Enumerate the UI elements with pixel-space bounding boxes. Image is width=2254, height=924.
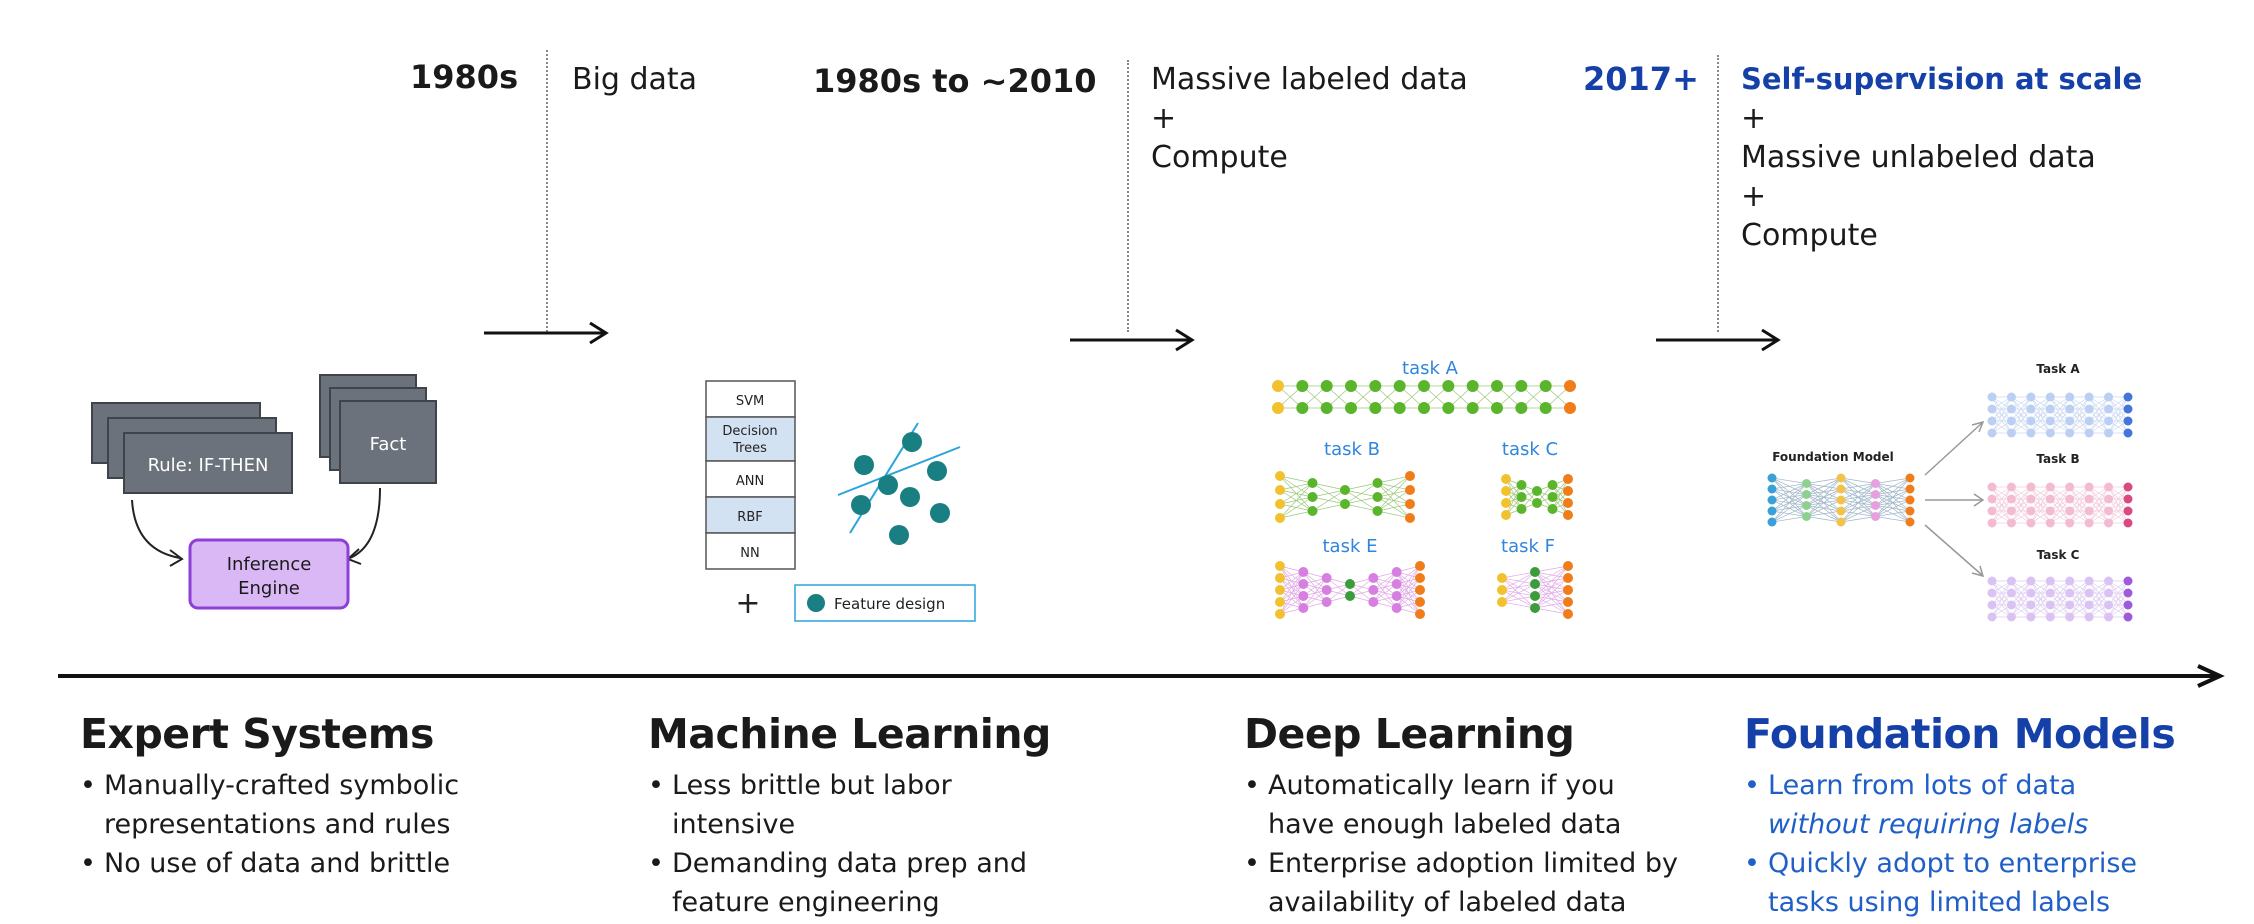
- foundation-model-diagram: Foundation Model Task A Task B Task C: [1767, 362, 2133, 622]
- rule-label: Rule: IF-THEN: [148, 455, 269, 476]
- task-a-fm-label: Task A: [2036, 362, 2080, 376]
- task-b-label: task B: [1324, 439, 1380, 460]
- era-divider-1: [546, 50, 548, 332]
- fact-card-stack: Fact: [319, 374, 437, 484]
- section-title-fm: Foundation Models: [1744, 710, 2176, 758]
- network-task-c: [1501, 474, 1573, 520]
- svg-text:Decision: Decision: [722, 424, 777, 439]
- section-title-expert: Expert Systems: [80, 710, 434, 758]
- task-e-label: task E: [1323, 536, 1378, 557]
- section-title-dl: Deep Learning: [1244, 710, 1575, 758]
- svg-text:SVM: SVM: [736, 394, 764, 409]
- fact-label: Fact: [370, 434, 407, 455]
- list-item: Quickly adopt to enterprise tasks using …: [1744, 844, 2164, 922]
- condition-compute: Compute: [1151, 140, 1288, 175]
- list-item: Automatically learn if you have enough l…: [1244, 766, 1684, 844]
- condition-compute-2: Compute: [1741, 218, 1878, 253]
- section-machine-learning: Machine Learning Less brittle but labor …: [648, 710, 1068, 922]
- fm-point1-b: without requiring labels: [1768, 809, 2089, 840]
- era-period-1980s-2010: 1980s to ~2010: [813, 62, 1097, 100]
- task-c-network: [1987, 576, 2133, 622]
- era-conditions-3: Self-supervision at scale + Massive unla…: [1741, 60, 2142, 255]
- fm-networks-group: [1767, 392, 2133, 622]
- task-a-network: [1987, 392, 2133, 438]
- network-task-a: [1272, 380, 1576, 414]
- section-foundation-models: Foundation Models Learn from lots of dat…: [1744, 710, 2176, 922]
- era-conditions-2: Massive labeled data + Compute: [1151, 60, 1468, 177]
- foundation-model-label: Foundation Model: [1772, 450, 1894, 464]
- network-task-e: [1275, 561, 1425, 619]
- transition-arrow-1: [484, 321, 609, 345]
- network-task-b: [1275, 471, 1415, 523]
- foundation-network: [1767, 473, 1915, 527]
- svg-text:Trees: Trees: [732, 441, 767, 456]
- list-item: No use of data and brittle: [80, 844, 500, 883]
- section-title-ml: Machine Learning: [648, 710, 1051, 758]
- task-a-label: task A: [1402, 358, 1459, 379]
- condition-plus: +: [1151, 101, 1177, 136]
- fm-point1-a: Learn from lots of data: [1768, 770, 2077, 801]
- condition-plus-2: +: [1741, 179, 1767, 214]
- machine-learning-diagram: SVM Decision Trees ANN RBF NN + Feature …: [705, 380, 976, 622]
- list-item: Less brittle but labor intensive: [648, 766, 1068, 844]
- condition-plus-1: +: [1741, 101, 1767, 136]
- condition-big-data: Big data: [572, 62, 698, 97]
- svg-text:Feature design: Feature design: [834, 595, 945, 613]
- task-b-network: [1987, 482, 2133, 528]
- condition-self-supervision: Self-supervision at scale: [1741, 62, 2143, 96]
- fm-task-arrows: [1924, 420, 1985, 578]
- transition-arrow-2: [1070, 328, 1195, 352]
- era-divider-2: [1127, 60, 1129, 332]
- svg-text:ANN: ANN: [736, 474, 764, 489]
- ml-methods-table: SVM Decision Trees ANN RBF NN: [705, 380, 796, 570]
- task-c-label: task C: [1502, 439, 1558, 460]
- condition-labeled-data: Massive labeled data: [1151, 62, 1468, 97]
- task-f-label: task F: [1501, 536, 1555, 557]
- svg-text:Engine: Engine: [238, 578, 300, 599]
- condition-unlabeled-data: Massive unlabeled data: [1741, 140, 2096, 175]
- rule-card-stack: Rule: IF-THEN: [91, 402, 293, 494]
- list-item: Learn from lots of data without requiring…: [1744, 766, 2164, 844]
- svg-text:NN: NN: [740, 546, 759, 561]
- transition-arrow-3: [1656, 328, 1781, 352]
- era-divider-3: [1717, 55, 1719, 332]
- svg-text:Inference: Inference: [227, 554, 312, 575]
- list-item: Demanding data prep and feature engineer…: [648, 844, 1068, 922]
- timeline-axis-arrow: [58, 664, 2225, 688]
- list-item: Manually-crafted symbolic representation…: [80, 766, 500, 844]
- list-item: Enterprise adoption limited by availabil…: [1244, 844, 1684, 922]
- scatter-plot-icon: [837, 422, 961, 545]
- era-period-1980s: 1980s: [410, 58, 519, 96]
- neural-networks-group: [1272, 380, 1576, 619]
- ml-plus: +: [735, 586, 760, 621]
- era-period-2017: 2017+: [1583, 60, 1699, 98]
- section-expert-systems: Expert Systems Manually-crafted symbolic…: [80, 710, 500, 883]
- feature-design-legend: Feature design: [794, 584, 976, 622]
- expert-systems-diagram: Rule: IF-THEN Fact Inference Engine: [91, 374, 437, 610]
- era-conditions-1: Big data: [572, 60, 697, 99]
- network-task-f: [1497, 561, 1573, 619]
- deep-learning-diagram: task A task B task C task E task F: [1272, 358, 1576, 619]
- task-b-fm-label: Task B: [2036, 452, 2079, 466]
- task-c-fm-label: Task C: [2037, 548, 2080, 562]
- section-deep-learning: Deep Learning Automatically learn if you…: [1244, 710, 1684, 922]
- svg-text:RBF: RBF: [737, 510, 762, 525]
- inference-engine-box: Inference Engine: [188, 538, 350, 610]
